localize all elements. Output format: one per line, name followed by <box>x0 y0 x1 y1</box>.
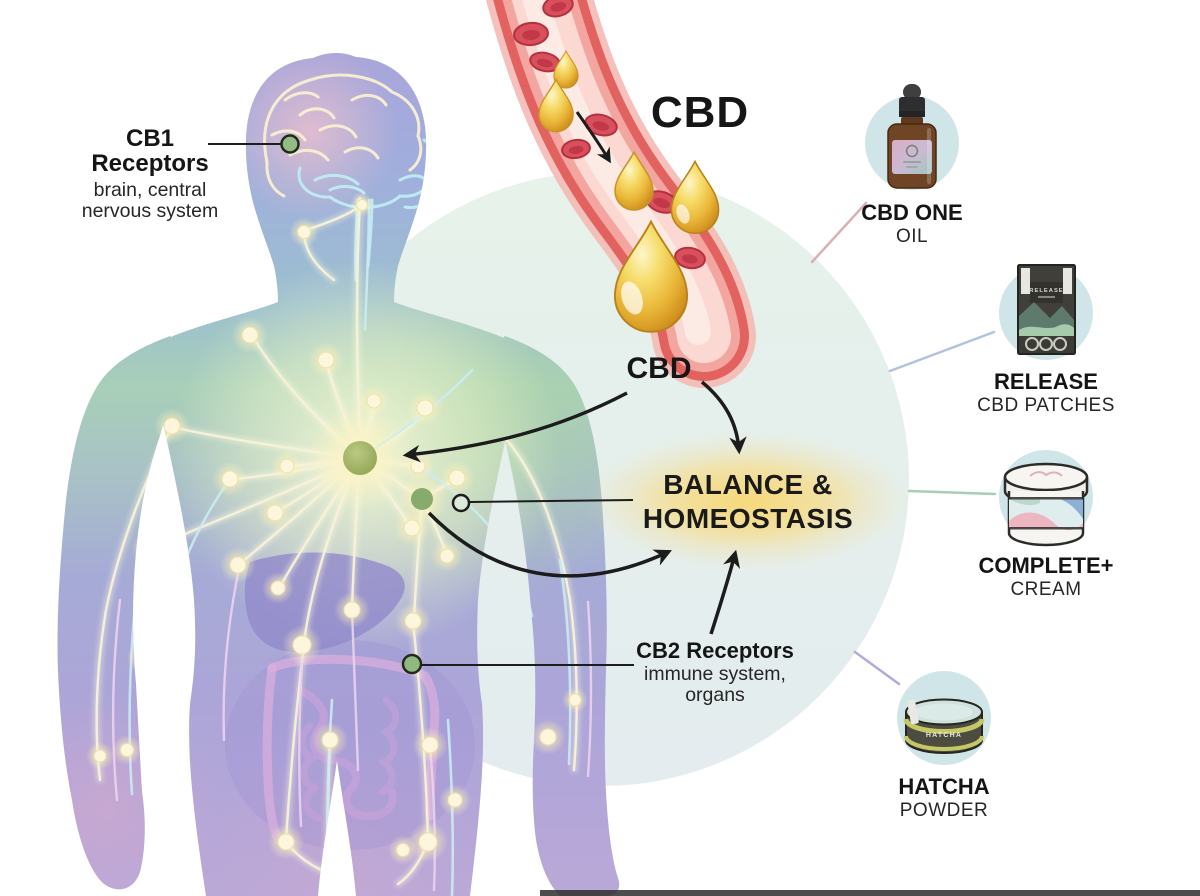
cream-jar-icon <box>1003 462 1089 547</box>
bottom-edge-strip <box>540 890 1200 896</box>
product-name: CBD ONE <box>861 200 963 225</box>
flow-arrows <box>402 380 747 635</box>
powder-tin-icon: HATCHA <box>903 698 985 754</box>
product-name: COMPLETE+ <box>978 553 1114 578</box>
connector-oil <box>810 201 868 264</box>
balance-glow <box>586 433 910 569</box>
ecs-hub-node <box>308 406 412 510</box>
product-cream-icon-group <box>999 450 1093 547</box>
connector-powder <box>853 650 901 686</box>
connector-patches <box>888 330 996 373</box>
product-variant: OIL <box>895 226 929 248</box>
cbd-big-drops <box>613 160 720 333</box>
cbd-to-receptor-arrow <box>402 391 628 463</box>
product-label-powder: HATCHA POWDER <box>849 775 1039 822</box>
pack-label: RELEASE <box>1029 288 1063 294</box>
receptor-markers <box>208 134 634 675</box>
receptor-ring-icon <box>451 493 471 513</box>
cbd-drop-label: CBD <box>626 352 692 385</box>
product-patches-icon-group: RELEASE <box>999 264 1093 360</box>
product-oil-icon-group <box>865 84 959 190</box>
receptor-ring-line <box>469 499 634 503</box>
cbd-to-balance-arrow <box>700 380 747 455</box>
cb2-desc: immune system, organs <box>644 663 786 706</box>
product-name: HATCHA <box>898 774 990 799</box>
cb2-to-balance-arrow <box>709 549 741 635</box>
cb2-title: CB2 Receptors <box>636 638 794 663</box>
cb1-green-dot-icon <box>280 134 300 154</box>
product-name: RELEASE <box>994 369 1098 394</box>
product-label-patches: RELEASE CBD PATCHES <box>951 370 1141 417</box>
product-label-cream: COMPLETE+ CREAM <box>951 554 1141 601</box>
cb1-title: CB1 Receptors <box>91 125 209 177</box>
product-label-oil: CBD ONE OIL <box>817 201 1007 248</box>
cb1-desc: brain, central nervous system <box>81 178 219 222</box>
product-connectors <box>810 201 997 686</box>
product-variant: CREAM <box>1010 579 1082 601</box>
cbd-heading: CBD <box>650 88 750 137</box>
cb2-green-dot-icon <box>401 653 423 675</box>
product-variant: POWDER <box>899 800 989 822</box>
patch-box-icon: RELEASE <box>1017 264 1076 355</box>
pack-label: HATCHA <box>926 732 962 739</box>
product-powder-icon-group: HATCHA <box>897 671 991 765</box>
cb2-receptors-label: CB2 Receptors immune system, organs <box>615 639 815 705</box>
product-variant: CBD PATCHES <box>977 395 1115 417</box>
receptor-to-balance-arrow <box>427 511 672 578</box>
balance-homeostasis-label: BALANCE & HOMEOSTASIS <box>642 469 854 534</box>
connector-cream <box>907 489 997 496</box>
cb1-receptors-label: CB1 Receptors brain, central nervous sys… <box>79 125 221 222</box>
ecs-secondary-node <box>396 473 448 525</box>
dropper-bottle-icon <box>887 84 937 189</box>
bloodflow-arrow <box>575 111 611 164</box>
